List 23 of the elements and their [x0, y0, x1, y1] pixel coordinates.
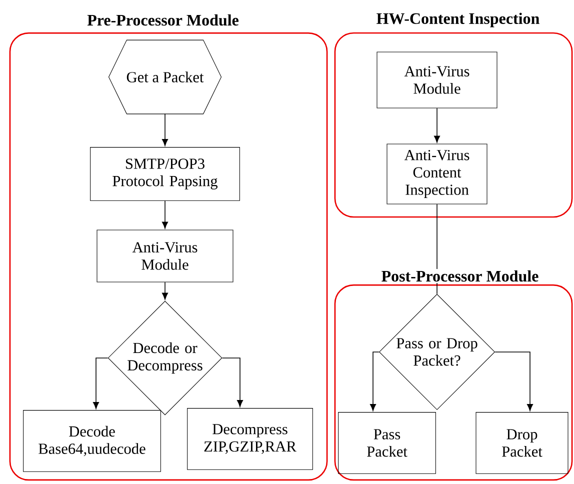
process-box: Anti-Virus Module: [376, 52, 498, 108]
arrow: [162, 114, 168, 146]
process-box: Anti-Virus Module: [96, 230, 234, 282]
arrow: [222, 358, 243, 407]
module-panel: [334, 284, 573, 481]
arrow: [434, 108, 440, 143]
process-box: SMTP/POP3 Protocol Papsing: [90, 147, 240, 201]
process-box: Decode Base64,uudecode: [23, 410, 161, 472]
process-box: Drop Packet: [476, 412, 568, 474]
module-panel: [334, 32, 573, 218]
process-box: Decompress ZIP,GZIP,RAR: [187, 408, 313, 470]
arrow: [162, 282, 168, 300]
process-box: Pass Packet: [338, 412, 436, 474]
arrow: [162, 200, 168, 229]
arrow: [370, 352, 380, 411]
module-title: HW-Content Inspection: [374, 11, 542, 29]
module-title: Pre-Processor Module: [86, 13, 240, 27]
start-hexagon: Get a Packet: [108, 40, 222, 114]
arrow: [494, 352, 533, 411]
module-panel: [9, 32, 328, 481]
arrow: [93, 358, 108, 409]
module-title: Post-Processor Module: [380, 269, 540, 283]
process-box: Anti-Virus Content Inspection: [386, 144, 488, 204]
